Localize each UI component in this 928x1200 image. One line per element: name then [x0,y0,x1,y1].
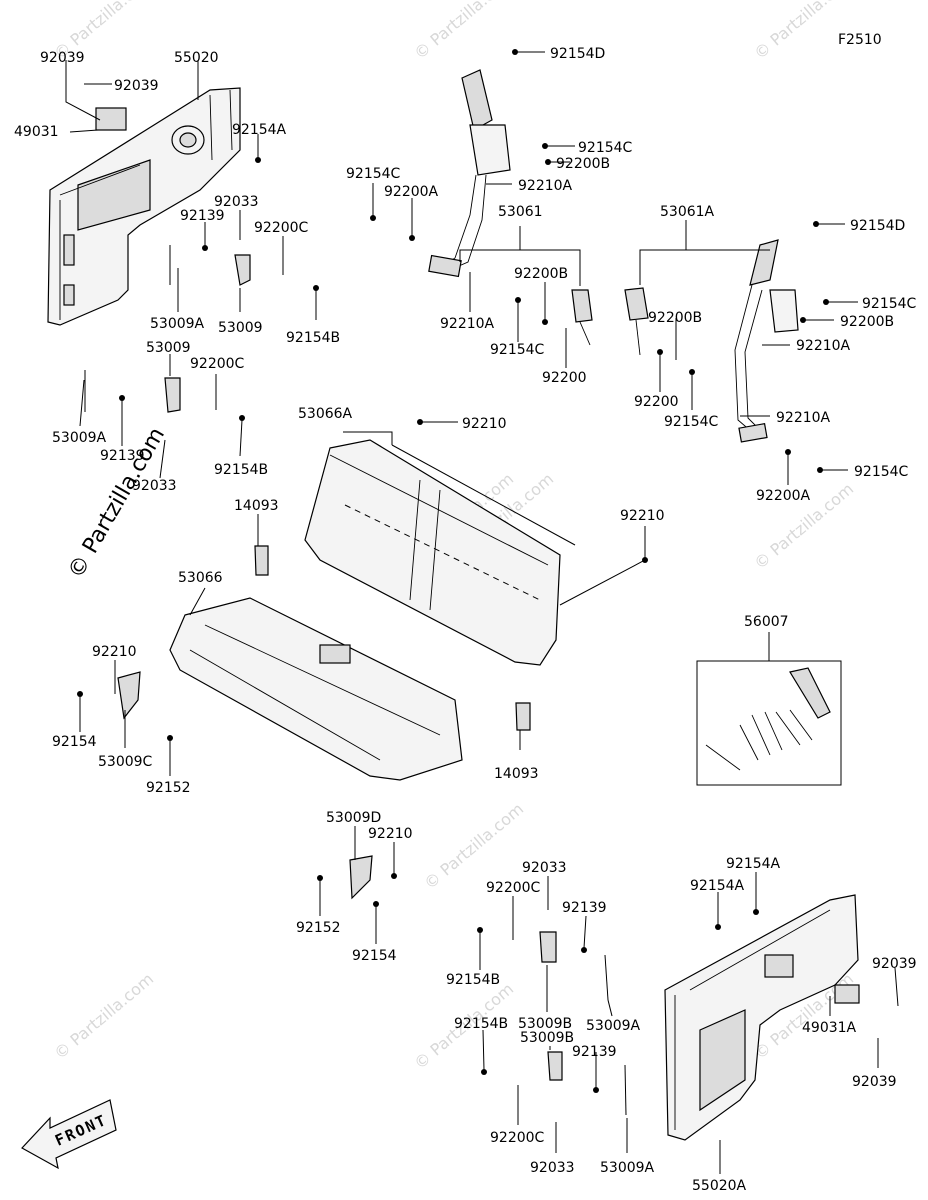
part-label: 92154A [232,122,287,138]
part-label: 14093 [234,498,279,514]
part-label: 92210A [796,338,851,354]
front-arrow: FRONT [21,1099,117,1170]
part-label: 92039 [852,1074,897,1090]
part-label: 53066A [298,406,353,422]
part-label: 92139 [572,1044,617,1060]
left-side-panel [47,87,241,326]
part-label: 92200B [556,156,610,172]
part-label: 92210A [440,316,495,332]
part-label: 92200 [634,394,679,410]
part-labels: 92039 55020 92039 49031 92154A 92033 921… [14,46,917,1194]
part-label: 92154D [850,218,905,234]
part-label: 92210A [518,178,573,194]
part-label: 92154A [690,878,745,894]
part-label: 55020 [174,50,219,66]
part-label: 92200C [490,1130,545,1146]
part-label: 53009A [600,1160,655,1176]
watermark: © Partzilla.com [420,799,527,893]
part-label: 53009D [326,810,381,826]
part-label: 53009B [520,1030,574,1046]
part-label: 92154C [664,414,719,430]
part-label: 92200C [190,356,245,372]
part-label: 92033 [530,1160,575,1176]
part-label: 92154A [726,856,781,872]
part-label: 92039 [114,78,159,94]
brackets-and-fasteners [84,245,627,1116]
part-label: 92200A [384,184,439,200]
part-label: 92154 [52,734,97,750]
part-label: 53009C [98,754,153,770]
watermark: © Partzilla.com [50,969,157,1063]
part-label: 92152 [296,920,341,936]
part-label: 92139 [562,900,607,916]
part-label: 92154C [346,166,401,182]
part-label: 53061A [660,204,715,220]
part-label: 55020A [692,1178,747,1194]
part-label: 92210 [368,826,413,842]
part-label: 92200C [486,880,541,896]
part-label: 92154C [862,296,917,312]
part-label: 53009 [218,320,263,336]
figure-code: F2510 [838,32,882,48]
part-label: 53066 [178,570,223,586]
seat-belt-right [624,239,799,443]
leader-lines [65,51,899,1174]
part-label: 92139 [100,448,145,464]
part-label: 92033 [132,478,177,494]
part-label: 92200 [542,370,587,386]
part-label: 49031 [14,124,59,140]
part-label: 92210 [462,416,507,432]
part-label: 92154B [214,462,268,478]
part-label: 92039 [872,956,917,972]
part-label: 92200B [514,266,568,282]
part-label: 92154 [352,948,397,964]
part-label: 53009A [52,430,107,446]
part-label: 92200A [756,488,811,504]
part-label: 92200C [254,220,309,236]
part-label: 92033 [522,860,567,876]
part-label: 53009B [518,1016,572,1032]
right-side-panel [664,894,860,1141]
part-label: 49031A [802,1020,857,1036]
part-label: 53009A [150,316,205,332]
seat-belt-left [428,69,593,346]
part-label: 92200B [648,310,702,326]
seat-back [304,439,561,666]
part-label: 92033 [214,194,259,210]
part-label: 92154C [854,464,909,480]
part-label: 53009 [146,340,191,356]
watermark: © Partzilla.com [410,0,517,63]
part-label: 53009A [586,1018,641,1034]
part-label: 92154B [446,972,500,988]
part-label: 14093 [494,766,539,782]
part-label: 92152 [146,780,191,796]
part-label: 92154C [578,140,633,156]
fastener-dots [77,49,829,1093]
part-label: 92154B [454,1016,508,1032]
part-label: 53061 [498,204,543,220]
part-label: 92210A [776,410,831,426]
part-label: 56007 [744,614,789,630]
part-label: 92210 [92,644,137,660]
seat-cushion [169,597,463,781]
part-label: 92039 [40,50,85,66]
part-label: 92154C [490,342,545,358]
part-label: 92200B [840,314,894,330]
tool-kit-box [696,660,842,786]
part-label: 92154B [286,330,340,346]
part-label: 92154D [550,46,605,62]
part-label: 92139 [180,208,225,224]
part-label: 92210 [620,508,665,524]
